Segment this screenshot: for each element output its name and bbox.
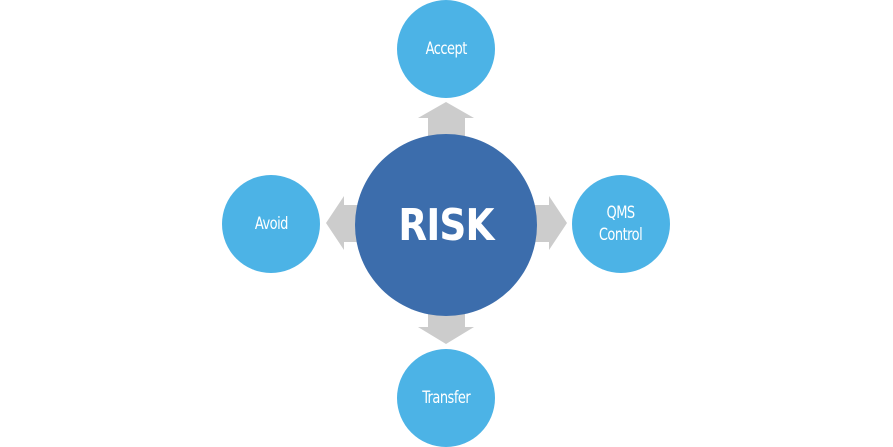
- avoid-node: Avoid: [222, 175, 320, 273]
- accept-node: Accept: [397, 0, 495, 98]
- qms-control-node: QMS Control: [572, 175, 670, 273]
- transfer-node: Transfer: [397, 349, 495, 447]
- control-label: Control: [599, 225, 643, 245]
- risk-center-node: RISK: [355, 134, 537, 316]
- qms-label: QMS: [606, 203, 636, 223]
- risk-label: RISK: [398, 199, 494, 251]
- accept-label: Accept: [425, 39, 467, 59]
- avoid-label: Avoid: [254, 214, 288, 234]
- arrow-up-icon: [418, 102, 474, 140]
- transfer-label: Transfer: [422, 388, 470, 408]
